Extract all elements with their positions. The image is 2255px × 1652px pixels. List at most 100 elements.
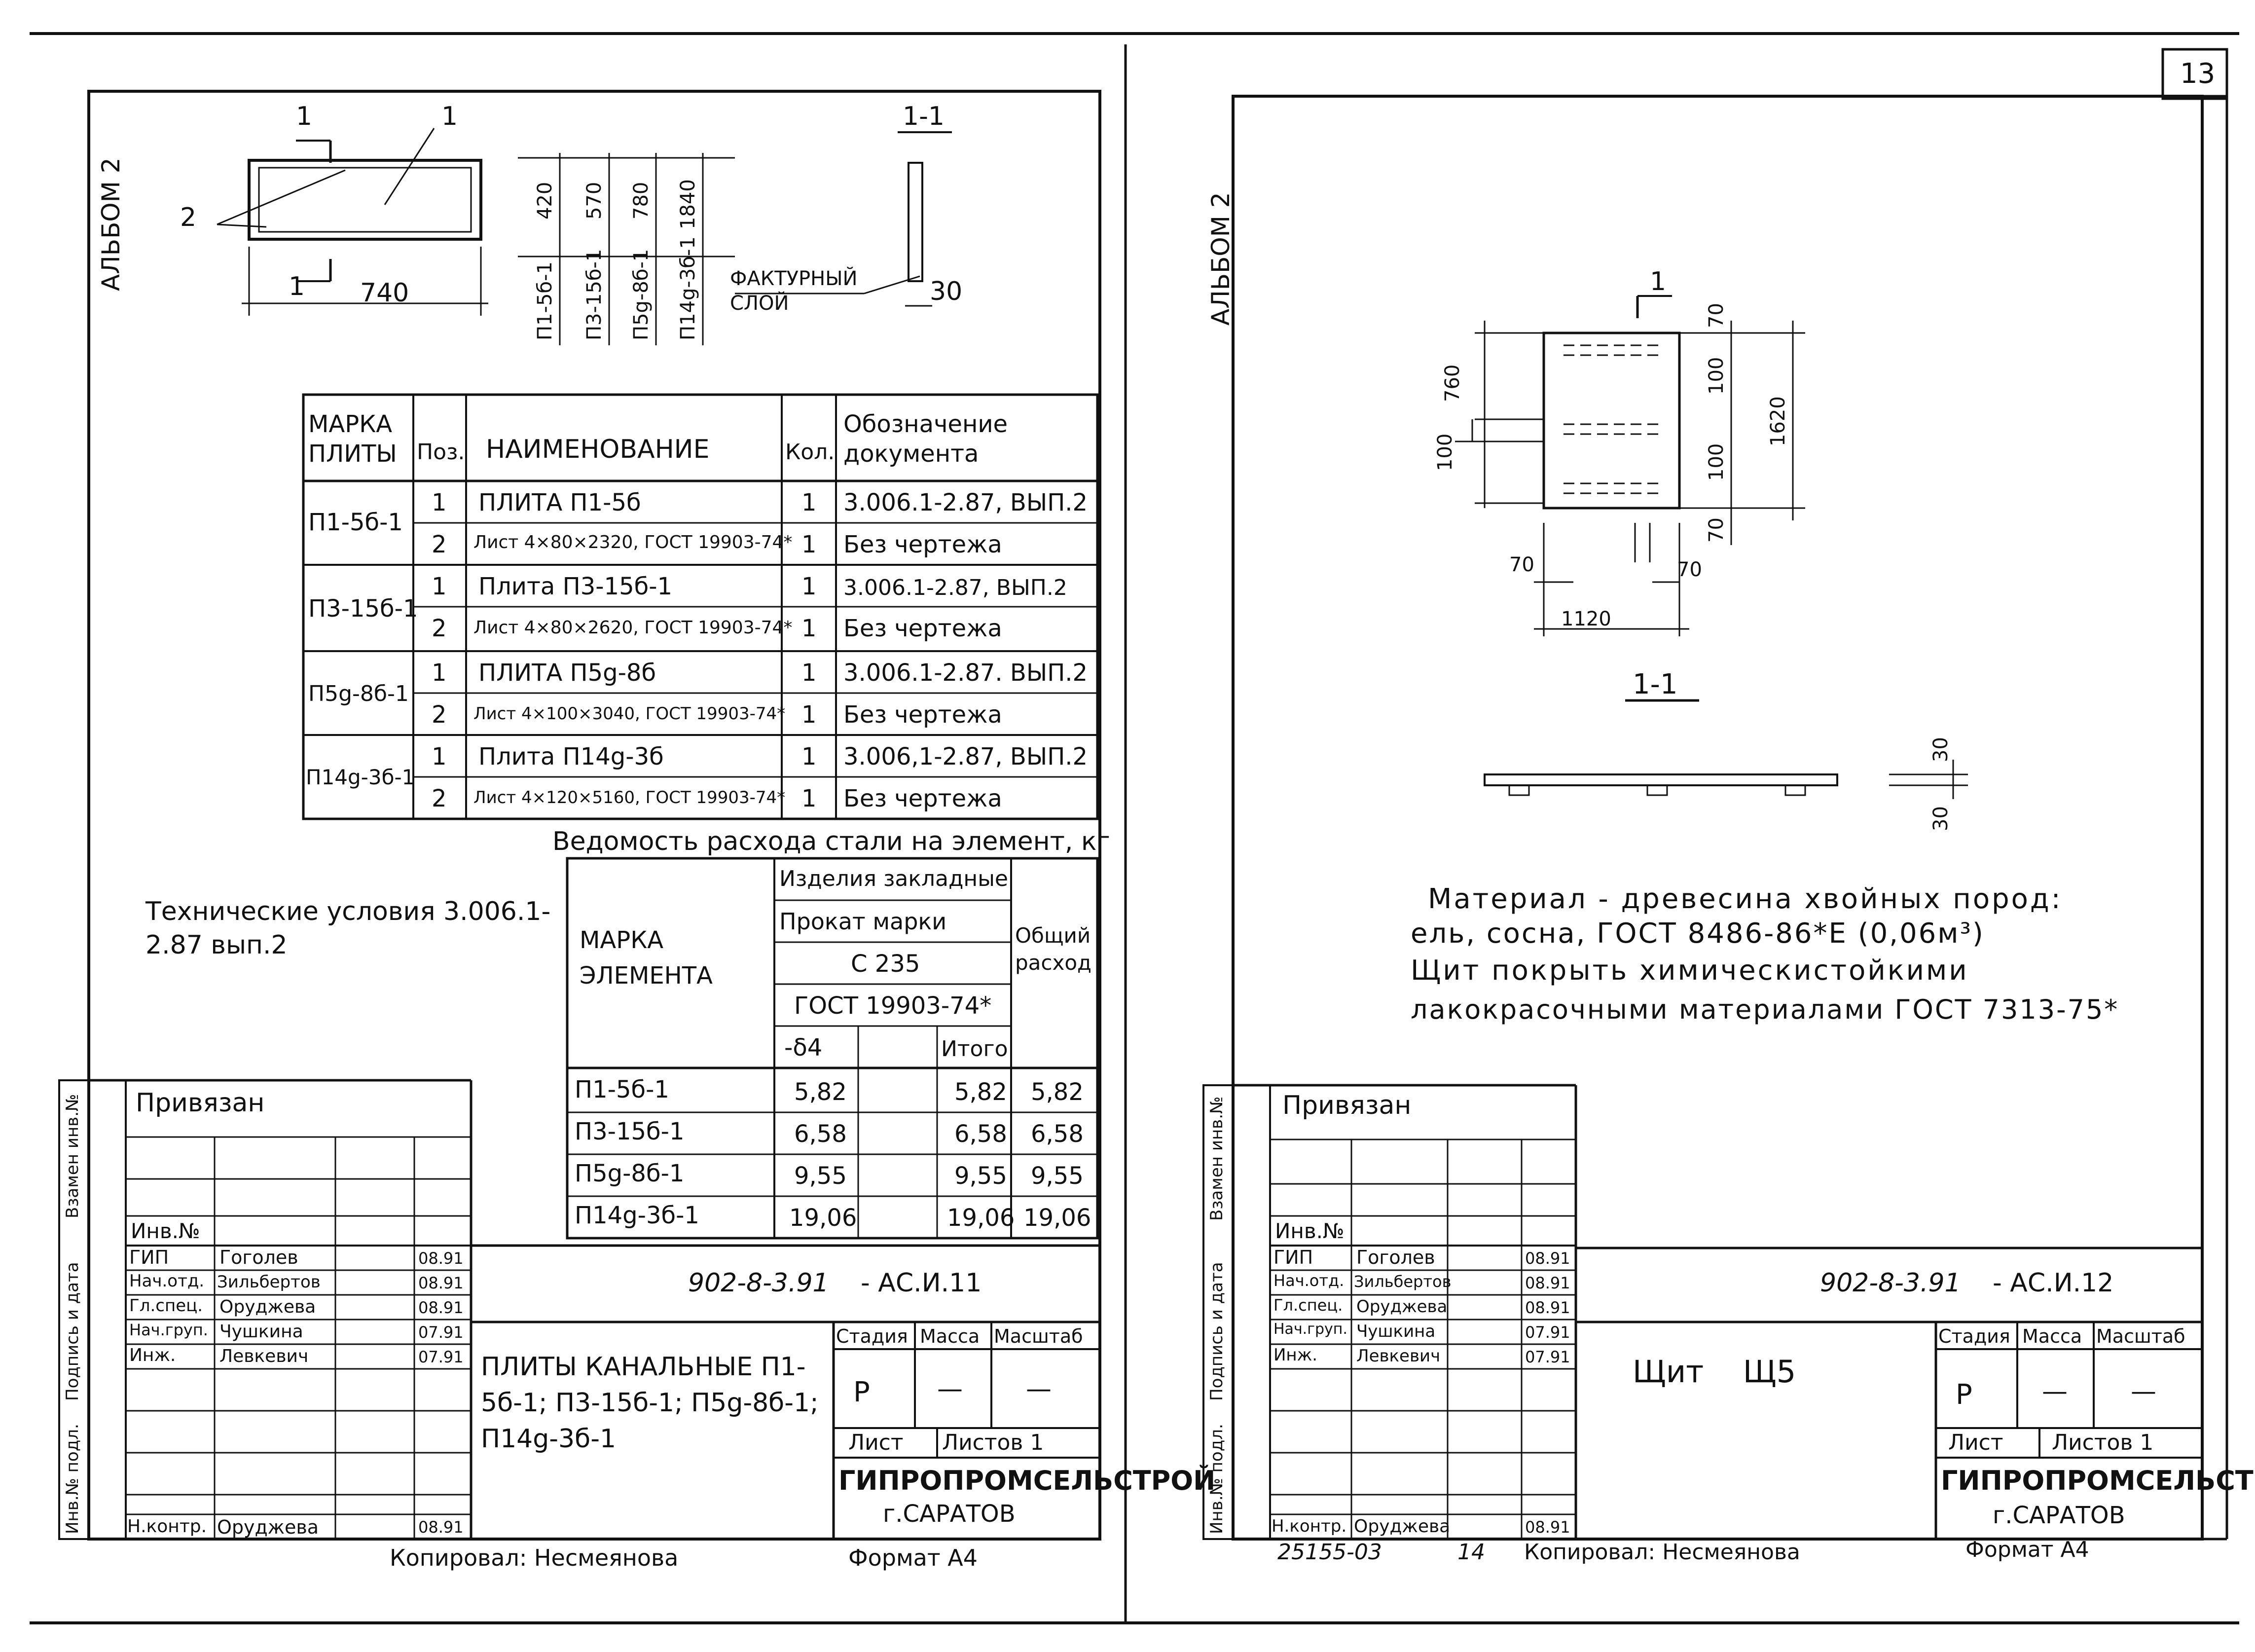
staff-role: Нач.отд. xyxy=(1273,1271,1345,1290)
mark-dim-1: П1-5б-1 xyxy=(534,261,556,340)
mark-dim-4: П14g-3б-1 xyxy=(677,236,699,340)
side-label-inv: Инв.№ подл. xyxy=(1207,1424,1227,1534)
stage-header: Стадия xyxy=(1938,1325,2010,1347)
steel-row-overall: 19,06 xyxy=(1023,1204,1091,1232)
height-dim-3: 780 xyxy=(630,182,653,220)
sheet-code: - АС.И.11 xyxy=(861,1268,982,1298)
dim-70-top: 70 xyxy=(1705,303,1728,328)
spec-pos: 1 xyxy=(432,659,447,687)
side-label-signature: Подпись и дата xyxy=(1207,1262,1227,1401)
sheet-code: - АС.И.12 xyxy=(1993,1268,2114,1298)
spec-pos: 1 xyxy=(432,489,447,516)
steel-row-value: 19,06 xyxy=(789,1204,857,1232)
section-mark: 1 xyxy=(1650,267,1667,296)
spec-pos: 1 xyxy=(432,573,447,600)
staff-name: Левкевич xyxy=(219,1346,309,1366)
staff-name: Оруджева xyxy=(219,1297,316,1317)
staff-name: Чушкина xyxy=(219,1322,303,1342)
privyazan-label: Привязан xyxy=(1282,1091,1412,1120)
spec-header-mark: МАРКА ПЛИТЫ xyxy=(308,410,397,468)
staff-name: Левкевич xyxy=(1356,1346,1441,1366)
width-dimension: 740 xyxy=(360,278,409,308)
steel-header-gost: ГОСТ 19903-74* xyxy=(794,992,992,1020)
inv-no-label: Инв.№ xyxy=(131,1219,200,1243)
section-mark-bottom: 1 xyxy=(289,272,305,301)
steel-row-value: 6,58 xyxy=(794,1120,847,1148)
dim-70-left: 70 xyxy=(1509,553,1534,576)
spec-name: Лист 4×80×2320, ГОСТ 19903-74* xyxy=(473,532,793,552)
spec-doc: 3.006.1-2.87, ВЫП.2 xyxy=(843,575,1067,600)
dim-760: 760 xyxy=(1441,364,1464,402)
spec-qty: 1 xyxy=(801,573,817,600)
spec-qty: 1 xyxy=(801,659,817,687)
n-kontr-date: 08.91 xyxy=(1525,1518,1570,1537)
scale-header: Масштаб xyxy=(994,1325,1083,1347)
thickness-dimension: 30 xyxy=(930,277,963,306)
spec-doc: Без чертежа xyxy=(843,615,1002,642)
dim-1120: 1120 xyxy=(1561,608,1611,630)
dim-100-top: 100 xyxy=(1705,357,1728,395)
n-kontr-date: 08.91 xyxy=(418,1518,464,1537)
steel-row-value: 9,55 xyxy=(794,1162,847,1190)
staff-name: Зильбертов xyxy=(1354,1272,1452,1291)
staff-date: 08.91 xyxy=(1525,1298,1570,1317)
side-label-replace: Взамен инв.№ xyxy=(63,1094,82,1218)
steel-row-total: 5,82 xyxy=(954,1078,1007,1106)
material-line: Щит покрыть химическистойкими xyxy=(1411,954,1969,987)
section-mark-top: 1 xyxy=(296,102,313,131)
spec-group-mark-2: П3-15б-1 xyxy=(308,595,418,623)
sheet-title: Щит Щ5 xyxy=(1633,1354,1796,1390)
steel-header-rolled: Прокат марки xyxy=(779,908,947,935)
page-number: 13 xyxy=(2180,58,2216,90)
spec-header-doc: Обозначение документа xyxy=(843,410,1008,468)
staff-name: Гоголев xyxy=(219,1247,298,1268)
scale-value: — xyxy=(1026,1374,1052,1404)
spec-header-qty: Кол. xyxy=(785,440,835,465)
steel-row-overall: 9,55 xyxy=(1031,1162,1084,1190)
spec-pos: 2 xyxy=(432,701,447,729)
spec-name: ПЛИТА П1-5б xyxy=(478,489,641,516)
steel-row-mark: П14g-3б-1 xyxy=(575,1202,699,1229)
stage-value: Р xyxy=(1956,1379,1972,1411)
steel-row-overall: 5,82 xyxy=(1031,1078,1084,1106)
material-line: Материал - древесина хвойных пород: xyxy=(1428,883,2063,915)
tech-conditions: Технические условия 3.006.1-2.87 вып.2 xyxy=(145,897,551,960)
sheet-header: Лист xyxy=(1948,1430,2003,1455)
spec-doc: 3.006,1-2.87, ВЫП.2 xyxy=(843,743,1088,771)
staff-date: 07.91 xyxy=(418,1348,464,1366)
steel-row-overall: 6,58 xyxy=(1031,1120,1084,1148)
spec-doc: 3.006.1-2.87. ВЫП.2 xyxy=(843,659,1088,687)
staff-role: ГИП xyxy=(129,1247,169,1268)
inv-no-label: Инв.№ xyxy=(1275,1219,1345,1243)
mass-value: — xyxy=(937,1374,963,1404)
staff-name: Гоголев xyxy=(1356,1247,1435,1268)
city: г.САРАТОВ xyxy=(1993,1502,2125,1529)
archive-number: 25155-03 xyxy=(1277,1540,1382,1565)
drawing-code: 902-8-3.91 xyxy=(1820,1268,1961,1298)
spec-group-mark-4: П14g-3б-1 xyxy=(306,765,415,789)
spec-doc: Без чертежа xyxy=(843,531,1002,558)
mass-value: — xyxy=(2042,1377,2068,1406)
steel-row-value: 5,82 xyxy=(794,1078,847,1106)
staff-role: Нач.груп. xyxy=(1273,1321,1347,1338)
steel-header-overall: Общий расход xyxy=(1015,923,1092,975)
staff-name: Зильбертов xyxy=(217,1272,321,1292)
staff-role: Инж. xyxy=(1273,1345,1318,1365)
height-dim-1: 420 xyxy=(534,182,556,220)
staff-date: 07.91 xyxy=(1525,1348,1570,1366)
side-label-signature: Подпись и дата xyxy=(63,1262,82,1401)
staff-role: Нач.отд. xyxy=(129,1271,205,1291)
n-kontr-name: Оруджева xyxy=(217,1516,319,1538)
drawing-code: 902-8-3.91 xyxy=(688,1268,829,1298)
steel-title: Ведомость расхода стали на элемент, кг xyxy=(552,827,1110,856)
steel-header-group: Изделия закладные xyxy=(779,866,1008,891)
dim-70-right: 70 xyxy=(1677,558,1702,581)
spec-qty: 1 xyxy=(801,615,817,642)
scale-value: — xyxy=(2131,1377,2156,1406)
staff-date: 07.91 xyxy=(1525,1323,1570,1342)
steel-header-thick: -δ4 xyxy=(784,1034,823,1062)
steel-header-steel: С 235 xyxy=(851,950,920,978)
dim-70-bottom: 70 xyxy=(1705,517,1728,543)
spec-qty: 1 xyxy=(801,531,817,558)
staff-date: 08.91 xyxy=(1525,1249,1570,1268)
